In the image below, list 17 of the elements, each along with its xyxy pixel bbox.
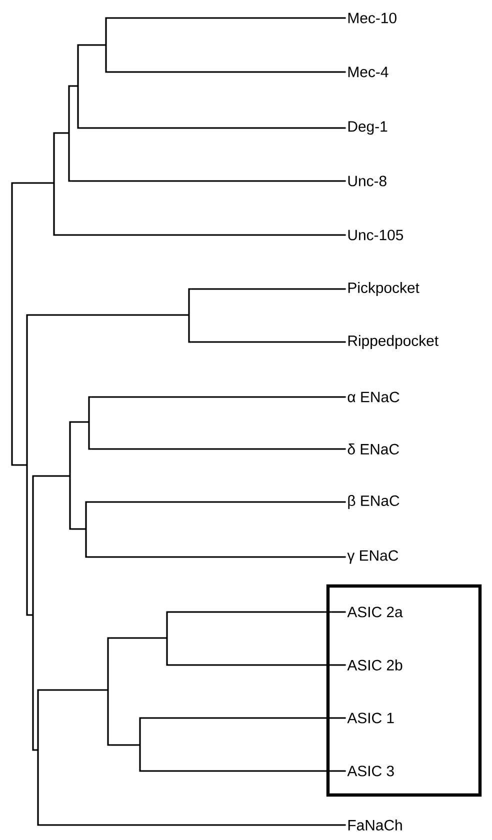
leaf-label: ASIC 2a <box>347 606 403 618</box>
leaf-label: Unc-105 <box>348 230 404 240</box>
leaf-label: ASIC 3 <box>347 766 394 776</box>
leaf-label: Mec-4 <box>348 66 388 78</box>
leaf-label: Unc-8 <box>348 176 386 186</box>
leaf-label: ASIC 1 <box>347 712 394 724</box>
leaf-label: Pickpocket <box>348 282 420 296</box>
leaf-label: ASIC 2b <box>347 660 402 670</box>
leaf-label: β ENaC <box>348 495 400 509</box>
leaf-label: FaNaCh <box>348 820 402 830</box>
leaf-label: Rippedpocket <box>348 335 438 349</box>
leaf-label: α ENaC <box>348 392 400 402</box>
leaf-label: γ ENaC <box>347 550 398 564</box>
leaf-label: Mec-10 <box>348 12 396 24</box>
leaf-label: Deg-1 <box>348 121 388 135</box>
highlight-box <box>326 584 482 797</box>
leaf-label: δ ENaC <box>348 444 399 454</box>
